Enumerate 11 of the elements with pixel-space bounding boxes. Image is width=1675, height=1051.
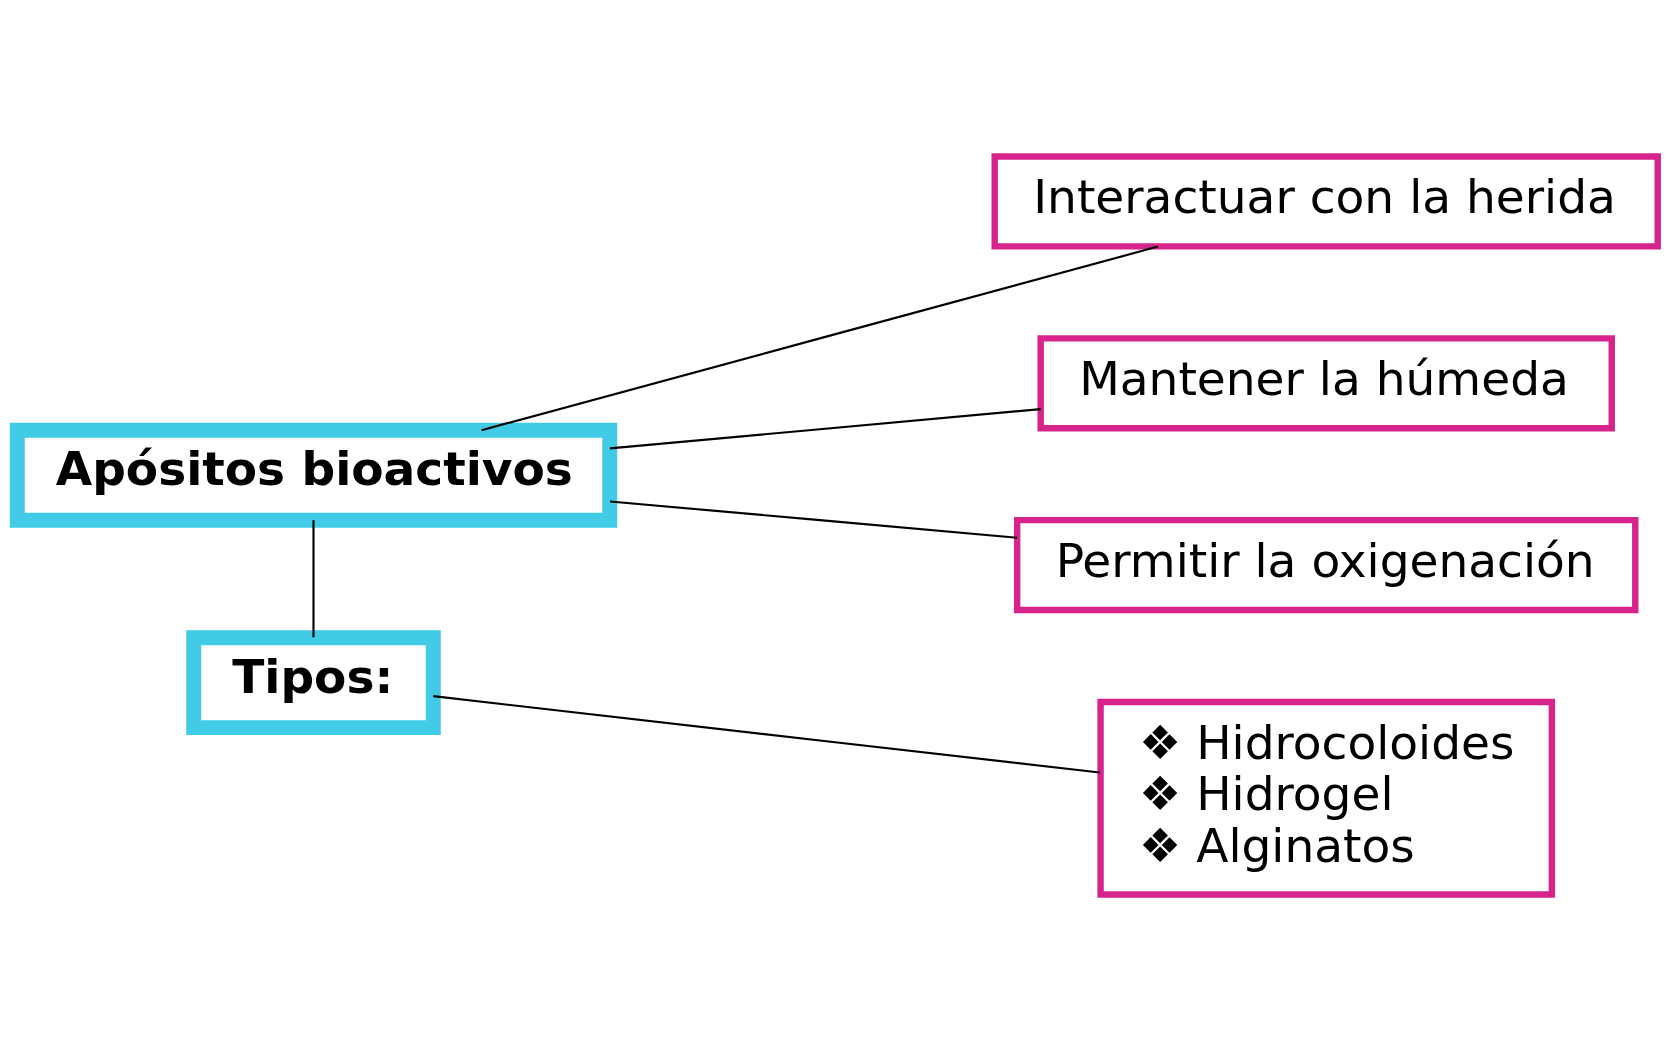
node-box: ❖ Hidrocoloides ❖ Hidrogel ❖ Alginatos: [1097, 698, 1556, 898]
node-box: Permitir la oxigenación: [1013, 516, 1639, 614]
node-box: Mantener la húmeda: [1037, 335, 1615, 432]
connector: [609, 408, 1041, 450]
node-box: Interactuar con la herida: [991, 153, 1661, 250]
connector: [433, 695, 1100, 774]
node-box: Apósitos bioactivos: [9, 422, 618, 528]
connector: [609, 500, 1018, 539]
connector: [312, 520, 315, 638]
connector: [481, 245, 1159, 432]
node-box: Tipos:: [186, 630, 441, 736]
